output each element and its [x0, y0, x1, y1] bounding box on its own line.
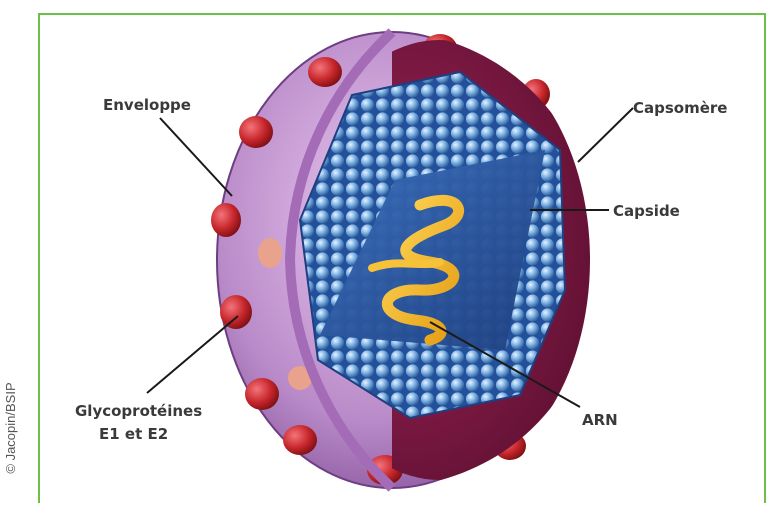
capsid: [300, 72, 565, 418]
label-capside: Capside: [613, 202, 680, 220]
label-arn: ARN: [582, 411, 618, 429]
label-capsomere: Capsomère: [633, 99, 727, 117]
label-glycoproteines-line2: E1 et E2: [99, 425, 168, 443]
label-glycoproteines-line1: Glycoprotéines: [75, 402, 202, 420]
label-enveloppe: Enveloppe: [103, 96, 191, 114]
